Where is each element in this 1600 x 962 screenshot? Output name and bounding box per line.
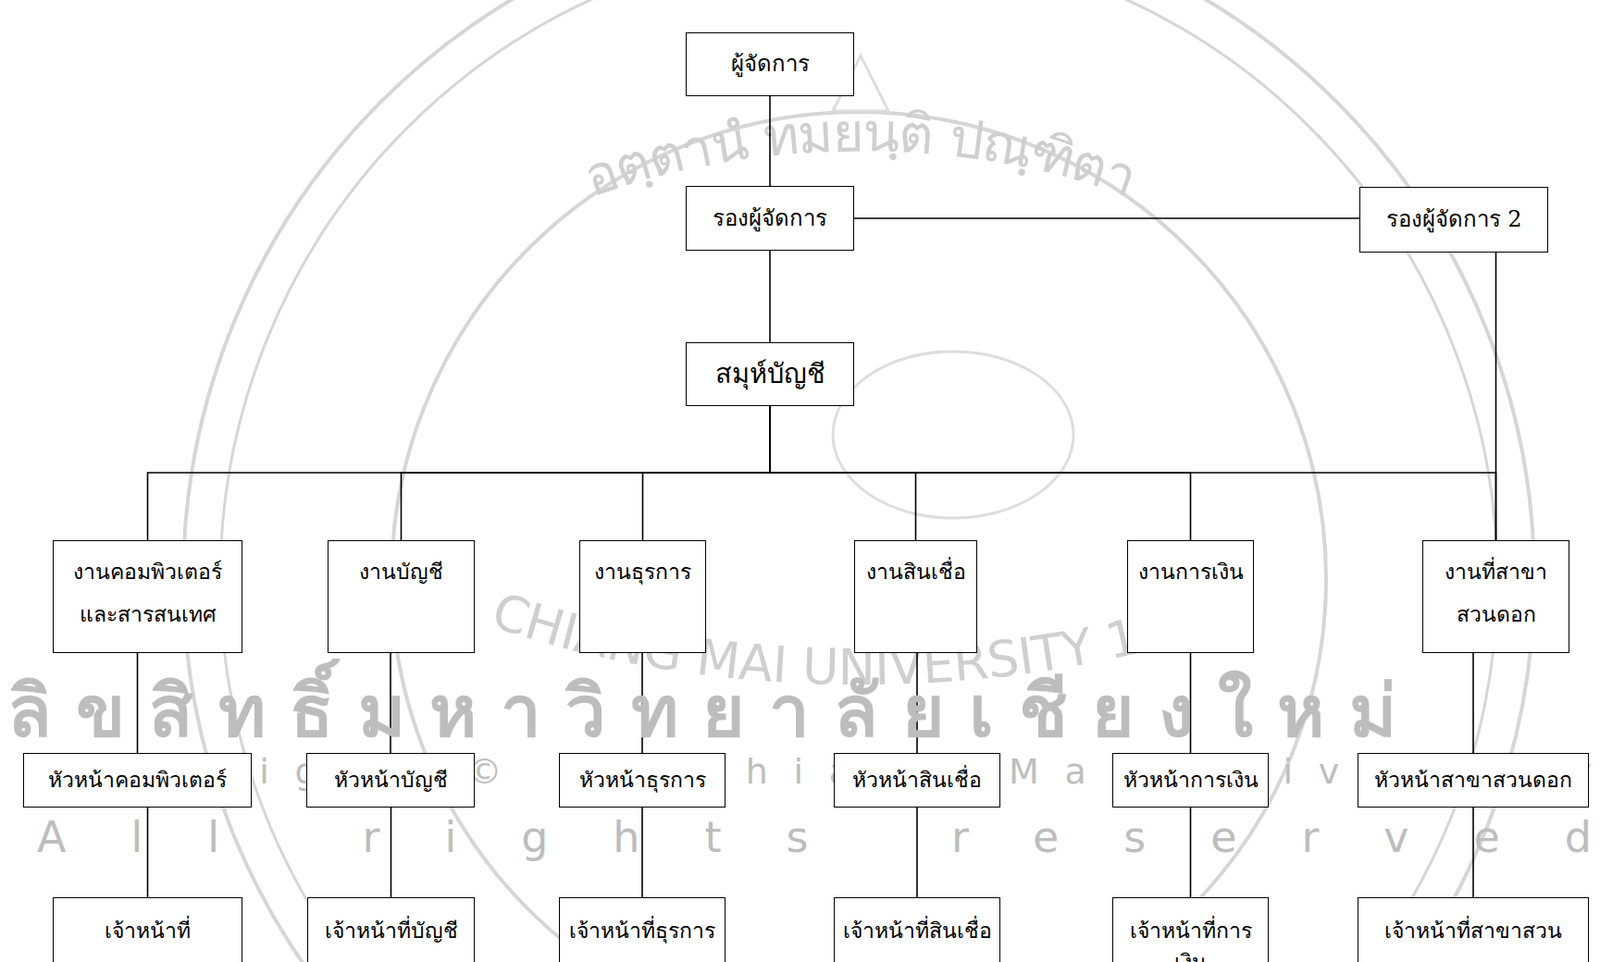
box-label: เจ้าหน้าที่ธุรการ <box>569 915 716 947</box>
org-box: เจ้าหน้าที่บัญชี <box>307 897 475 962</box>
org-box: งานธุรการ <box>579 540 707 654</box>
box-label: หัวหน้าสินเชื่อ <box>852 766 982 795</box>
org-connector <box>769 406 1497 541</box>
org-box: หัวหน้าการเงิน <box>1112 753 1269 808</box>
box-label: เจ้าหน้าที่บัญชี <box>324 915 459 947</box>
box-label: เจ้าหน้าที่สินเชื่อ <box>843 915 993 947</box>
box-label: งานคอมพิวเตอร์ และสารสนเทศ <box>61 550 235 636</box>
box-label: สมุห์บัญชี <box>715 356 826 393</box>
box-label: งานสินเชื่อ <box>866 550 967 594</box>
box-label: หัวหน้าธุรการ <box>579 766 707 795</box>
org-connector <box>401 406 771 541</box>
org-connector <box>768 250 771 343</box>
box-label: เจ้าหน้าที่ <box>104 915 191 947</box>
org-connector <box>148 406 771 541</box>
box-label: งานที่สาขา สวนดอก <box>1430 550 1562 636</box>
org-box: งานการเงิน <box>1127 540 1254 654</box>
box-label: รองผู้จัดการ 2 <box>1386 204 1523 235</box>
box-label: หัวหน้าคอมพิวเตอร์ <box>48 766 227 795</box>
org-box: หัวหน้าธุรการ <box>558 753 726 808</box>
org-box: เจ้าหน้าที่สินเชื่อ <box>833 897 1001 962</box>
box-label: รองผู้จัดการ <box>712 203 828 234</box>
org-box: งานบัญชี <box>327 540 475 654</box>
box-label: เจ้าหน้าที่การเงิน <box>1120 915 1261 962</box>
box-label: หัวหน้าสาขาสวนดอก <box>1374 766 1573 795</box>
box-label: งานการเงิน <box>1138 550 1244 594</box>
watermark-text: All rights reserved <box>37 812 1600 863</box>
org-box: เจ้าหน้าที่สาขาสวน <box>1357 897 1589 962</box>
watermark-text: ลิขสิทธิ์มหาวิทยาลัยเชียงใหม่ <box>7 653 1421 769</box>
org-connector <box>643 406 771 541</box>
org-box: ผู้จัดการ <box>685 32 855 97</box>
org-box: หัวหน้าสินเชื่อ <box>833 753 1001 808</box>
org-connector <box>1495 252 1498 541</box>
box-label: หัวหน้าการเงิน <box>1123 766 1259 795</box>
org-box: งานสินเชื่อ <box>854 540 978 654</box>
org-box: งานที่สาขา สวนดอก <box>1422 540 1570 654</box>
box-label: งานบัญชี <box>359 550 444 594</box>
org-connector <box>768 96 771 187</box>
seal-text: อตฺตานํ ทมยนฺติ ปณฺฑิตา <box>575 100 1146 211</box>
org-box: สมุห์บัญชี <box>685 342 855 407</box>
org-box: งานคอมพิวเตอร์ และสารสนเทศ <box>52 540 243 654</box>
org-connector <box>1472 653 1475 754</box>
org-box: รองผู้จัดการ 2 <box>1359 186 1549 253</box>
box-label: หัวหน้าบัญชี <box>334 766 448 795</box>
org-box: หัวหน้าสาขาสวนดอก <box>1357 753 1589 808</box>
org-box: เจ้าหน้าที่การเงิน <box>1112 897 1269 962</box>
org-box: หัวหน้าคอมพิวเตอร์ <box>23 753 252 808</box>
elephant-outline <box>832 351 1074 519</box>
org-connector <box>854 217 1360 220</box>
org-box: หัวหน้าบัญชี <box>306 753 475 808</box>
box-label: งานธุรการ <box>594 550 692 594</box>
box-label: ผู้จัดการ <box>731 49 810 79</box>
box-label: เจ้าหน้าที่สาขาสวน <box>1384 915 1563 947</box>
org-box: รองผู้จัดการ <box>685 186 855 251</box>
org-box: เจ้าหน้าที่ <box>52 897 243 962</box>
org-box: เจ้าหน้าที่ธุรการ <box>558 897 726 962</box>
